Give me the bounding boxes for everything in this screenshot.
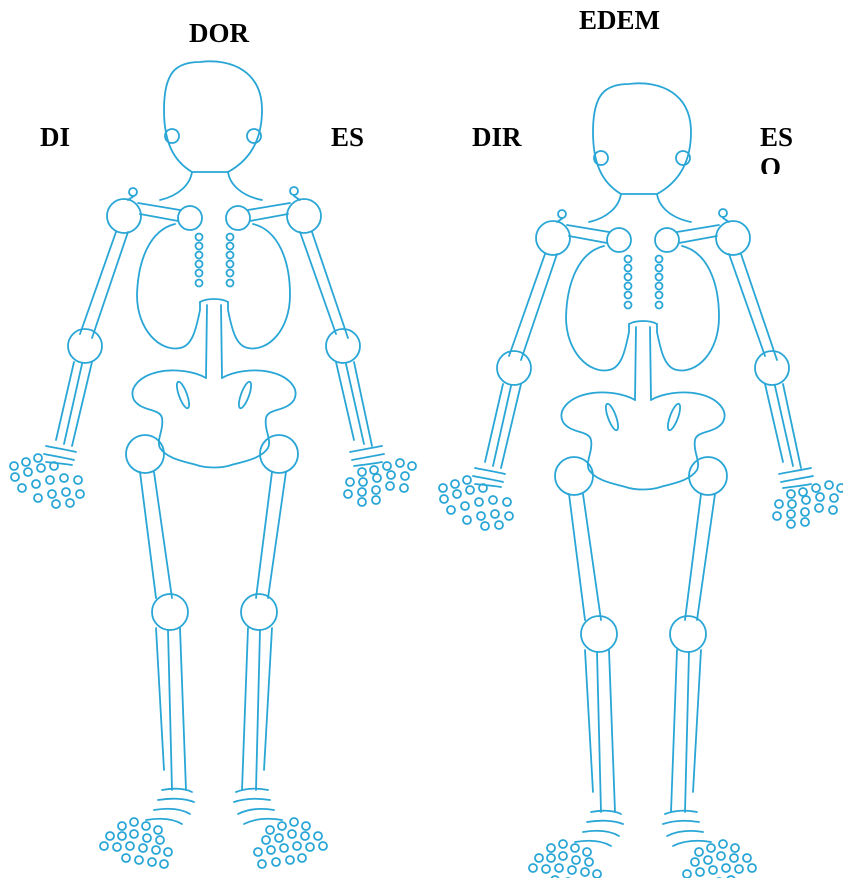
right-vertebrae [625,256,663,309]
right-neck [589,194,691,222]
right-feet [529,811,756,878]
right-right-arm [729,254,813,488]
right-left-arm [473,254,557,487]
right-ribcage [566,246,719,370]
right-spine [635,327,651,400]
right-pelvis [561,392,724,489]
right-shoulders [536,209,750,255]
right-skull [593,83,691,194]
right-legs [555,457,727,812]
right-skeleton-body [439,83,843,878]
